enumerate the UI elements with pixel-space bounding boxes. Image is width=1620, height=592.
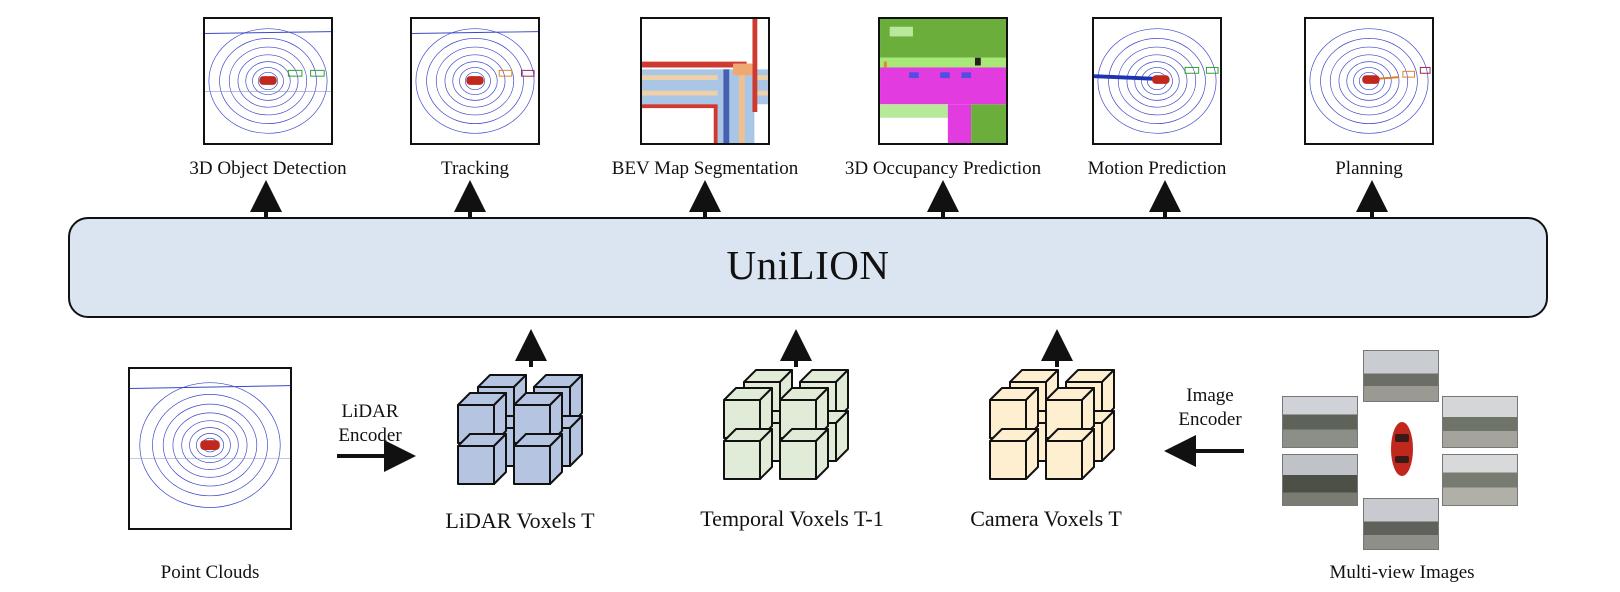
task-thumb-occupancy — [878, 17, 1008, 145]
temporal-voxels-label: Temporal Voxels T-1 — [700, 506, 884, 531]
temporal-voxel-cubes — [723, 369, 849, 480]
task-label-detection: 3D Object Detection — [189, 158, 347, 179]
lidar-voxels-label: LiDAR Voxels T — [445, 508, 595, 533]
occupancy-map-icon — [880, 19, 1006, 143]
multiview-images — [1282, 350, 1522, 550]
lidar-bev-icon — [1094, 28, 1219, 134]
camera-view-front-right — [1442, 396, 1518, 448]
task-label-tracking: Tracking — [441, 158, 509, 179]
lidar-bev-icon — [412, 28, 538, 134]
lidar-encoder-label-1: LiDAR — [341, 401, 399, 422]
multiview-label: Multi-view Images — [1329, 562, 1475, 583]
ego-car-icon — [1391, 422, 1413, 476]
task-thumb-bev-map — [640, 17, 770, 145]
camera-view-front — [1363, 350, 1439, 402]
point-clouds-label: Point Clouds — [160, 562, 260, 583]
camera-view-back — [1363, 498, 1439, 550]
task-thumb-planning — [1304, 17, 1434, 145]
task-thumb-tracking — [410, 17, 540, 145]
task-label-bev-map: BEV Map Segmentation — [611, 158, 799, 179]
lidar-bev-icon — [1309, 28, 1431, 134]
camera-voxels-label: Camera Voxels T — [970, 506, 1122, 531]
image-encoder-label-1: Image — [1186, 385, 1234, 406]
point-cloud-image — [128, 367, 292, 530]
task-label-occupancy: 3D Occupancy Prediction — [844, 158, 1042, 179]
lidar-voxel-cubes — [457, 374, 583, 485]
lidar-bev-icon — [205, 28, 331, 134]
task-thumb-detection — [203, 17, 333, 145]
lidar-encoder-label-2: Encoder — [338, 425, 402, 446]
camera-view-back-right — [1442, 454, 1518, 506]
lidar-bev-icon — [130, 382, 290, 508]
task-label-planning: Planning — [1335, 158, 1403, 179]
camera-view-front-left — [1282, 396, 1358, 448]
camera-view-back-left — [1282, 454, 1358, 506]
image-encoder-label-2: Encoder — [1178, 409, 1242, 430]
task-thumb-motion — [1092, 17, 1222, 145]
camera-voxel-cubes — [989, 369, 1115, 480]
task-label-motion: Motion Prediction — [1087, 158, 1227, 179]
backbone-title: UniLION — [726, 242, 890, 288]
bev-map-icon — [642, 19, 768, 143]
unilion-backbone: UniLION — [68, 217, 1548, 318]
